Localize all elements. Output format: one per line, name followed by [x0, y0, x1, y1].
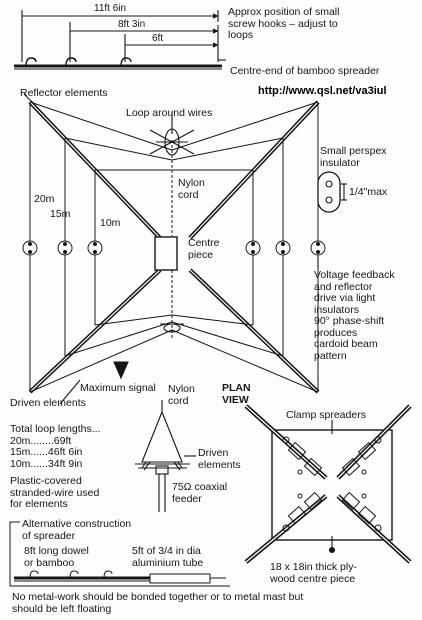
voltage-note-line-8: pattern	[314, 349, 347, 362]
plate-label: 18 x 18in thick ply- wood centre piece	[270, 561, 357, 585]
voltage-note-line-5: 90° phase-shift	[314, 315, 385, 327]
feed-nylon-line-2: cord	[168, 394, 189, 407]
loop-row-15m: 15m......46ft 6in	[10, 446, 83, 458]
site-url: http://www.qsl.net/va3iul	[258, 85, 387, 97]
voltage-note-line-6: produces	[314, 326, 358, 339]
clamp-spreaders-label: Clamp spreaders	[286, 409, 366, 421]
centre-piece-line-1: Centre	[188, 237, 220, 249]
band-10m-label: 10m	[100, 217, 121, 229]
maximum-signal-arrow	[113, 361, 129, 380]
clamp-centre-piece	[244, 404, 412, 564]
dim-11ft-label: 11ft 6in	[94, 3, 127, 14]
feed-driven-line-1: Driven	[198, 447, 229, 459]
alt-tube-label: 5ft of 3/4 in dia aluminium tube	[132, 545, 204, 569]
coax-label: 75Ω coaxial feeder	[172, 481, 228, 505]
centre-piece-label: Centre piece	[188, 237, 220, 261]
voltage-note-line-7: cardoid beam	[314, 338, 378, 350]
voltage-note-line-2: and reflector	[314, 280, 373, 293]
alt-title: Alternative construction of spreader	[22, 518, 132, 542]
driven-loops	[29, 314, 319, 393]
coax-line-2: feeder	[172, 492, 202, 505]
insulators	[22, 240, 326, 256]
hooks-note-line-2: screw hooks – adjust to	[228, 17, 338, 30]
plan-view-line-1: PLAN	[222, 382, 251, 394]
wire-note-line-1: Plastic-covered	[10, 475, 82, 487]
alt-dowel-line-1: 8ft long dowel	[24, 545, 89, 557]
maximum-signal-label: Maximum signal	[80, 382, 156, 394]
plate-line-1: 18 x 18in thick ply-	[270, 561, 357, 573]
wire-note-line-2: stranded-wire used	[10, 486, 100, 499]
hooks-note: Approx position of small screw hooks – a…	[228, 6, 340, 42]
feed-nylon-cord-label: Nylon cord	[168, 383, 195, 407]
alt-dowel-line-2: or bamboo	[24, 556, 75, 569]
loop-row-20m: 20m........69ft	[10, 434, 72, 447]
nylon-cord-line-2: cord	[178, 188, 199, 201]
feed-driven-label: Driven elements	[198, 447, 241, 471]
dim-6ft-label: 6ft	[152, 33, 164, 44]
footer-note: No metal-work should be bonded together …	[12, 591, 304, 615]
wire-note: Plastic-covered stranded-wire used for e…	[10, 475, 100, 511]
centre-piece	[154, 236, 178, 271]
footer-line-1: No metal-work should be bonded together …	[12, 591, 304, 603]
loop-around-wires	[149, 112, 195, 156]
spreader-inner-lines	[29, 101, 319, 393]
loop-row-10m: 10m......34ft 9in	[10, 457, 83, 470]
centre-piece-line-2: piece	[188, 248, 214, 261]
reflector-elements-label: Reflector elements	[20, 87, 108, 99]
alt-tube-line-2: aluminium tube	[132, 556, 204, 569]
voltage-note-line-3: drive via light	[314, 292, 376, 304]
insulator-line-1: Small perspex	[320, 145, 387, 157]
alt-title-line-1: Alternative construction	[22, 518, 132, 530]
plan-view-label: PLAN VIEW	[222, 382, 251, 406]
voltage-feedback-note: Voltage feedback and reflector drive via…	[314, 269, 395, 362]
spreader-dimension-drawing	[14, 10, 226, 70]
feed-nylon-line-1: Nylon	[168, 383, 195, 395]
alt-dowel-label: 8ft long dowel or bamboo	[24, 545, 89, 569]
band-20m-label: 20m	[34, 193, 55, 205]
alt-construction-drawing	[9, 521, 230, 587]
alt-title-line-2: of spreader	[22, 529, 76, 542]
nylon-cord-line-1: Nylon	[178, 177, 205, 189]
alt-tube-line-1: 5ft of 3/4 in dia	[132, 545, 201, 557]
plan-feed-point	[160, 323, 184, 333]
loop-lengths: Total loop lengths... 20m........69ft 15…	[10, 423, 101, 470]
voltage-note-line-4: insulators	[314, 303, 359, 316]
insulator-dim-label: 1/4"max	[349, 186, 388, 198]
insulator-line-2: insulator	[320, 156, 360, 169]
insulator-label: Small perspex insulator	[320, 145, 387, 169]
band-15m-label: 15m	[50, 208, 71, 220]
feed-driven-line-2: elements	[198, 458, 241, 471]
feed-detail	[135, 400, 196, 512]
centre-end-label: Centre-end of bamboo spreader	[230, 65, 380, 77]
perspex-insulator-detail	[317, 171, 347, 213]
hooks-note-line-3: loops	[228, 29, 254, 41]
voltage-note-line-1: Voltage feedback	[314, 269, 395, 281]
hooks-note-line-1: Approx position of small	[228, 6, 340, 18]
wire-note-line-3: for elements	[10, 498, 68, 510]
plate-line-2: wood centre piece	[270, 572, 356, 585]
nylon-cord-label: Nylon cord	[178, 177, 205, 201]
footer-line-2: should be left floating	[12, 602, 112, 615]
loop-around-wires-label: Loop around wires	[126, 107, 213, 119]
dim-8ft-label: 8ft 3in	[118, 19, 146, 30]
driven-elements-label: Driven elements	[10, 397, 86, 409]
coax-line-1: 75Ω coaxial	[172, 481, 228, 493]
loop-lengths-title: Total loop lengths...	[10, 423, 101, 435]
plan-view-line-2: VIEW	[222, 393, 249, 406]
